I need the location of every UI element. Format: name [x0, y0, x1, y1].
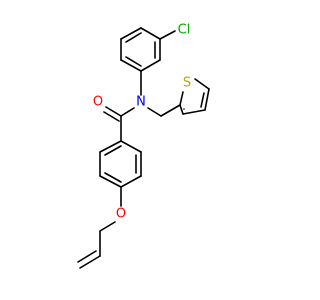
bond	[182, 109, 206, 115]
bond	[159, 30, 176, 40]
bond	[194, 78, 210, 90]
bond	[99, 140, 122, 153]
bond	[140, 59, 161, 72]
bond	[99, 175, 122, 188]
bond	[77, 250, 97, 263]
carbonyl-oxygen-label: O	[93, 95, 103, 110]
bonds	[77, 27, 210, 269]
bond	[103, 111, 120, 122]
bond	[120, 107, 135, 117]
bond	[120, 59, 142, 72]
bond-double-inner	[125, 32, 142, 43]
bond	[120, 140, 142, 153]
molecule-diagram: Cl N O S O	[77, 23, 210, 269]
bond	[120, 175, 142, 188]
bond	[179, 104, 184, 115]
sulfur-label: S	[183, 76, 191, 91]
bond	[179, 91, 184, 106]
nitrogen-label: N	[136, 95, 146, 110]
bond-double-inner	[104, 145, 122, 156]
bond	[120, 27, 142, 40]
chlorine-label: Cl	[178, 23, 191, 38]
bond	[140, 27, 161, 40]
bond	[147, 107, 162, 117]
bond	[79, 255, 101, 269]
bond-double-inner	[104, 172, 122, 183]
bond	[99, 221, 116, 232]
bond	[204, 88, 210, 111]
bond	[160, 104, 181, 117]
ether-oxygen-label: O	[116, 207, 126, 222]
atom-labels: Cl N O S O	[93, 23, 191, 222]
bond-double-inner	[200, 92, 205, 108]
bond	[105, 106, 122, 117]
bond-double-inner	[125, 56, 142, 67]
